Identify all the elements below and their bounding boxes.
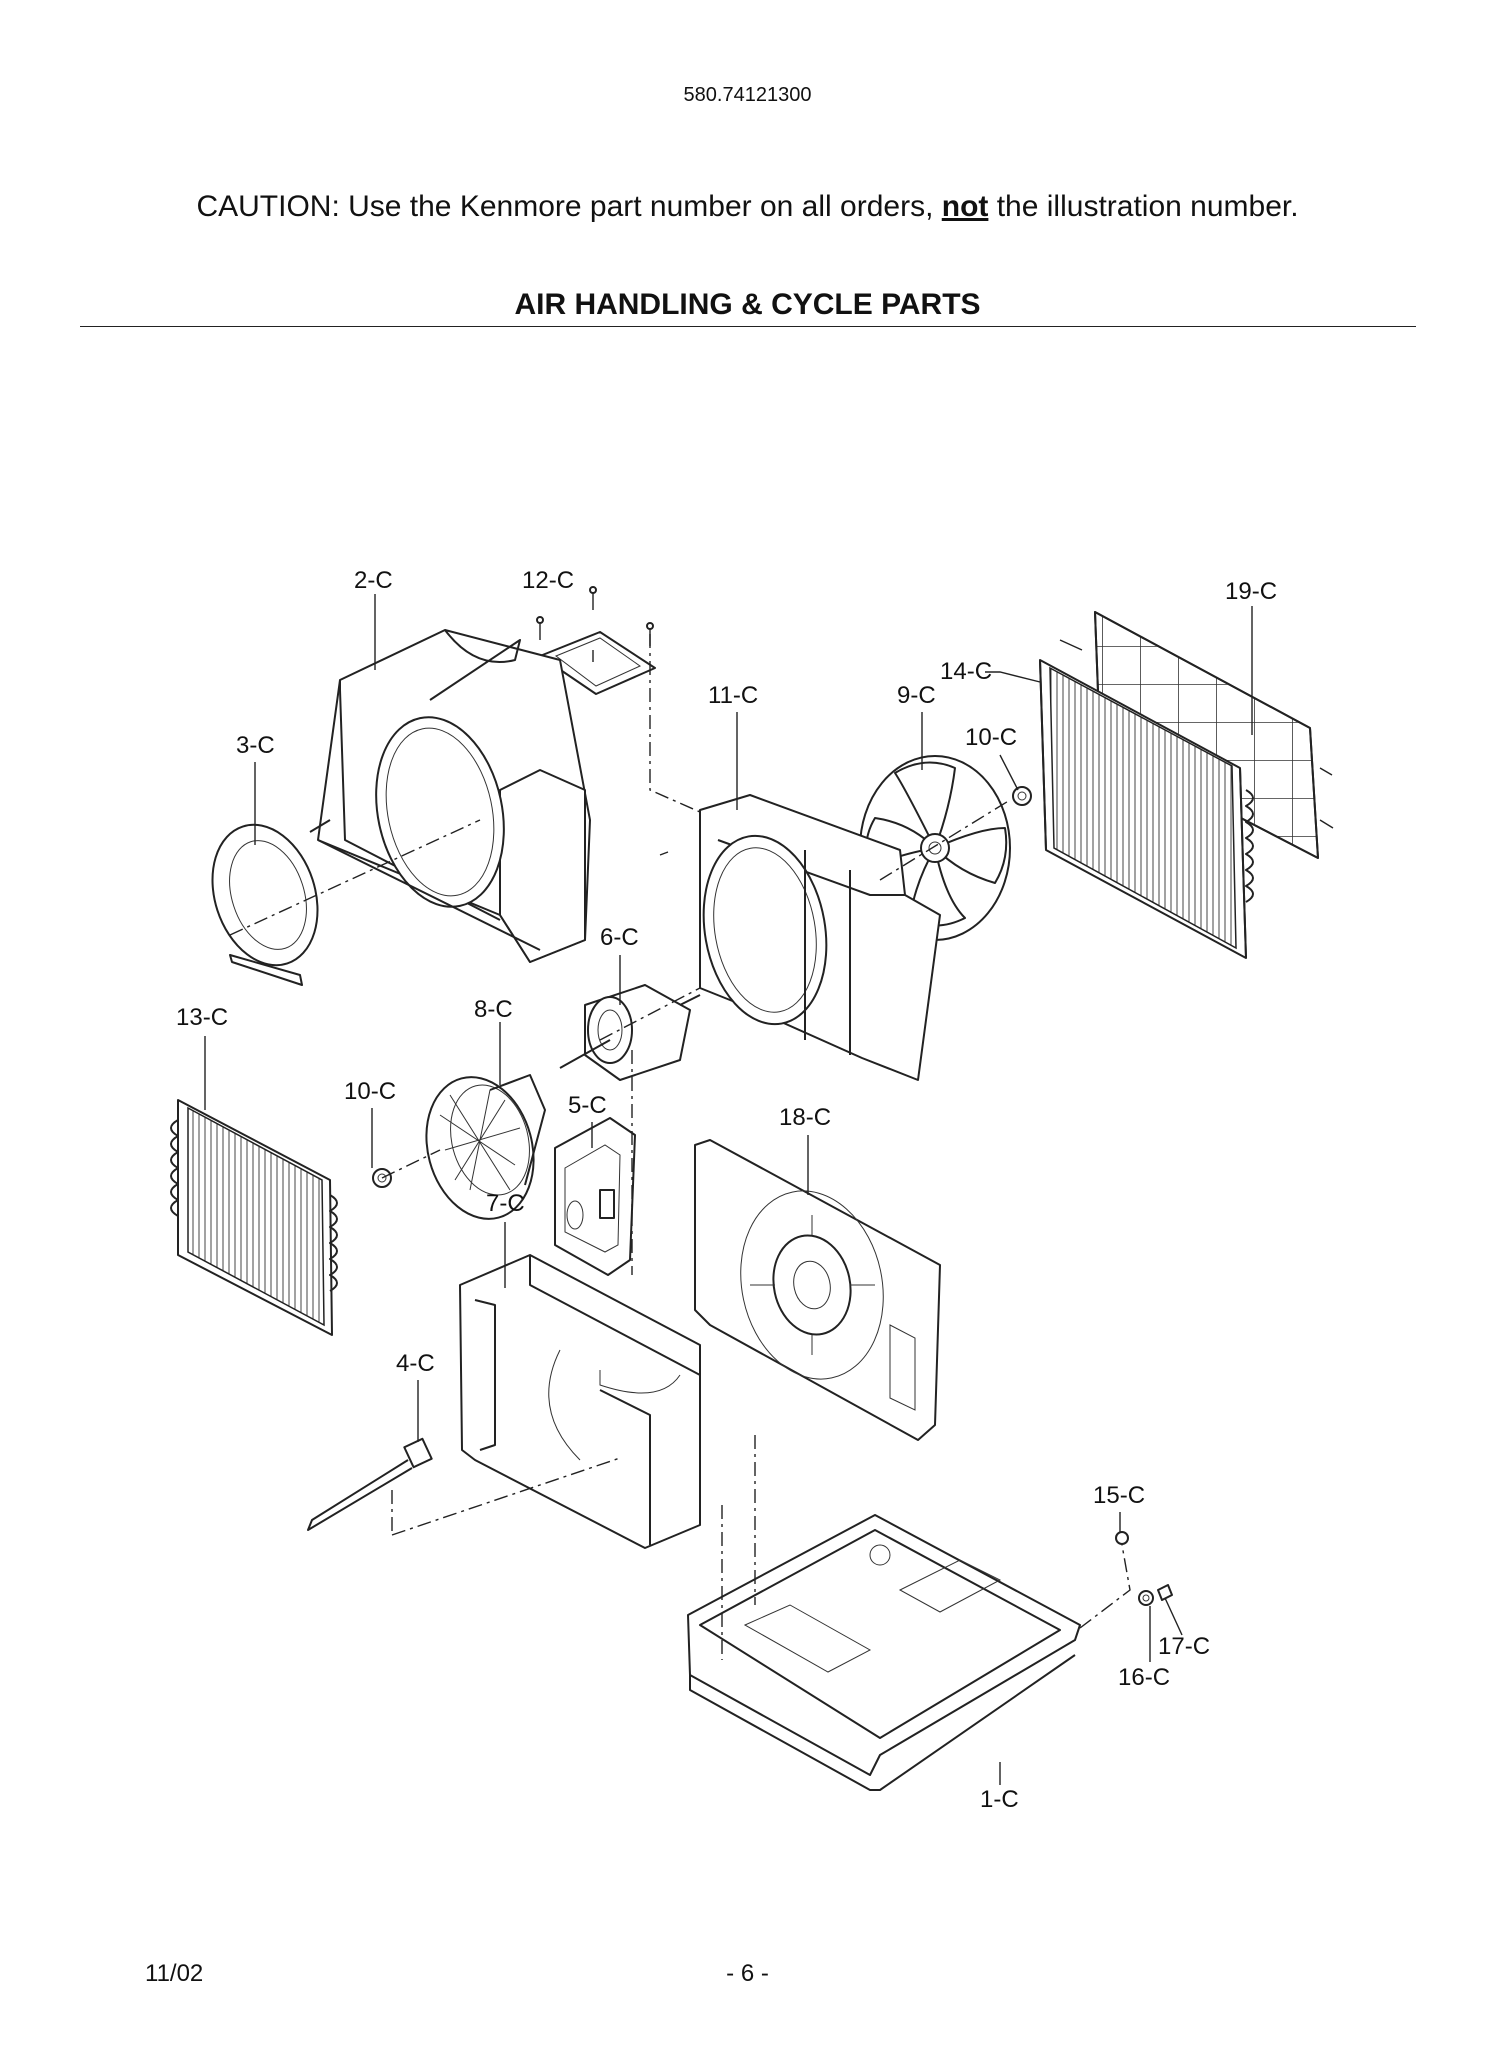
blower-wheel-8c — [425, 1074, 546, 1220]
motor-mount-5c — [554, 1117, 636, 1276]
callout-10c-upper: 10-C — [965, 724, 1018, 751]
callout-14c: 14-C — [940, 658, 993, 685]
caution-suffix: the illustration number. — [988, 190, 1299, 223]
section-title: AIR HANDLING & CYCLE PARTS — [514, 288, 981, 321]
orifice-plate-18c — [694, 1139, 941, 1441]
caution-notice: CAUTION: Use the Kenmore part number on … — [0, 190, 1495, 224]
orifice-ring-3c — [211, 823, 319, 986]
callout-18c: 18-C — [779, 1104, 832, 1131]
callout-9c: 9-C — [897, 682, 936, 709]
callout-5c: 5-C — [568, 1092, 607, 1119]
footer-date: 11/02 — [145, 1960, 204, 1987]
callout-12c: 12-C — [522, 567, 575, 594]
callout-2c: 2-C — [354, 567, 393, 594]
fan-housing-2c — [309, 629, 591, 963]
top-bracket-12c — [536, 586, 656, 695]
shroud-11c — [699, 794, 941, 1081]
callout-15c: 15-C — [1093, 1482, 1146, 1509]
condenser-coil-14c — [1039, 659, 1254, 959]
base-pan-1c — [687, 1514, 1081, 1791]
callout-19c: 19-C — [1225, 578, 1278, 605]
scroll-housing-7c — [459, 1254, 701, 1549]
evaporator-coil-13c — [170, 1099, 338, 1336]
caution-prefix: CAUTION: Use the Kenmore part number on … — [196, 190, 942, 223]
callout-7c: 7-C — [486, 1190, 525, 1217]
assembly-centerlines — [229, 634, 1131, 1660]
model-number: 580.74121300 — [683, 84, 812, 106]
callout-4c: 4-C — [396, 1350, 435, 1377]
title-divider — [80, 326, 1416, 327]
leader-lines — [204, 594, 1253, 1785]
fasteners-15c-16c-17c — [1115, 1531, 1173, 1606]
thermistor-4c — [307, 1437, 433, 1531]
callout-11c: 11-C — [708, 682, 759, 709]
footer-page-number: - 6 - — [726, 1960, 769, 1987]
callout-17c: 17-C — [1158, 1633, 1211, 1660]
callout-8c: 8-C — [474, 996, 513, 1023]
callout-6c: 6-C — [600, 924, 639, 951]
clip-10c-upper — [1012, 786, 1032, 806]
callout-3c: 3-C — [236, 732, 275, 759]
fan-motor-6c — [559, 984, 701, 1081]
callout-16c: 16-C — [1118, 1664, 1171, 1691]
callout-10c-lower: 10-C — [344, 1078, 397, 1105]
callout-13c: 13-C — [176, 1004, 229, 1031]
callout-1c: 1-C — [980, 1786, 1019, 1813]
caution-emphasis: not — [941, 190, 989, 223]
